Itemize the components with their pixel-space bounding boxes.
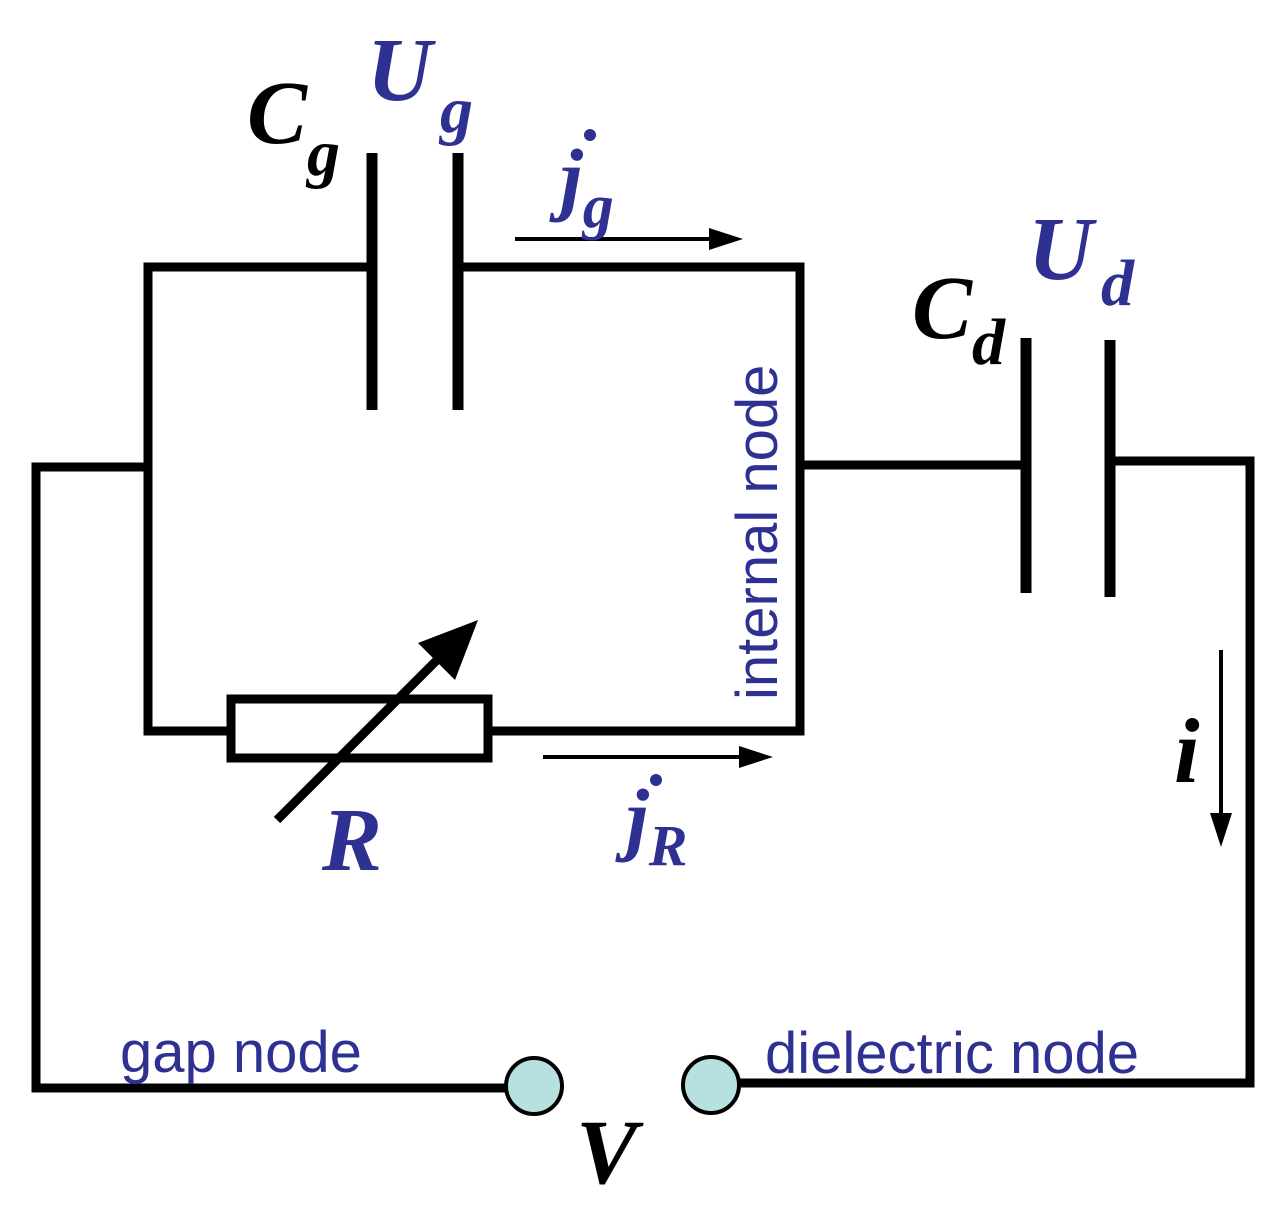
label-jg: jg <box>549 129 614 241</box>
svg-text:jg: jg <box>549 132 614 241</box>
top-branch-left-wire <box>143 262 377 736</box>
capacitor-cg <box>366 153 464 410</box>
i-arrow-head <box>1210 813 1232 847</box>
label-v: V <box>576 1101 644 1203</box>
wires <box>31 262 1255 1093</box>
outer-right-wire <box>733 456 1255 1088</box>
outer-left-wire <box>31 462 512 1093</box>
current-arrows <box>515 228 1232 847</box>
label-dielectric-node: dielectric node <box>765 1021 1139 1086</box>
resistor-variable-arrow-head <box>418 620 478 680</box>
label-internal-node: internal node <box>725 365 790 700</box>
label-r: R <box>321 791 382 890</box>
jr-arrow-head <box>739 746 773 768</box>
terminals <box>504 1055 741 1116</box>
jg-arrow-head <box>709 228 743 250</box>
label-jr: jR <box>615 772 687 878</box>
variable-resistor <box>226 620 493 824</box>
jg-dot <box>584 129 596 141</box>
label-cd: Cd <box>912 259 1006 379</box>
resistor-variable-arrow-shaft <box>273 645 452 824</box>
capacitor-cd <box>1020 338 1116 597</box>
label-gap-node: gap node <box>120 1020 362 1085</box>
label-cg: Cg <box>247 64 340 190</box>
label-i: i <box>1174 700 1200 802</box>
gap-node-terminal[interactable] <box>504 1056 564 1116</box>
jr-dot <box>650 774 662 786</box>
dielectric-node-terminal[interactable] <box>681 1055 741 1115</box>
svg-text:jR: jR <box>615 772 687 878</box>
resistor-body <box>226 694 493 763</box>
top-branch-right-wire <box>453 262 805 736</box>
